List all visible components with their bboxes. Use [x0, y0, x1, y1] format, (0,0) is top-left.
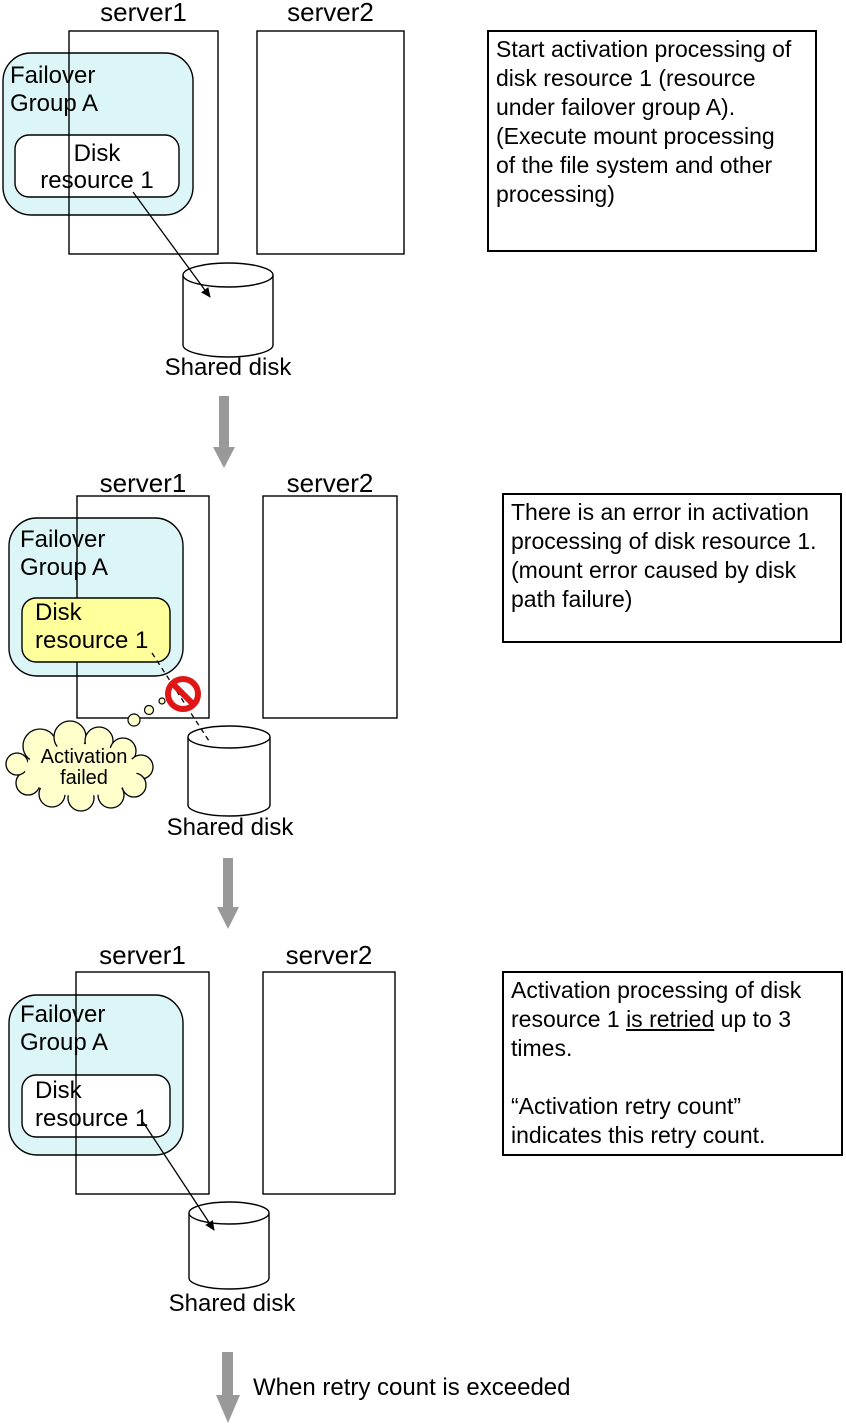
- note-line: Start activation processing of: [496, 36, 792, 62]
- note-line-segment: up to 3: [714, 1006, 791, 1032]
- cloud-line2: failed: [60, 767, 108, 789]
- failover-group-line2: Group A: [20, 1029, 109, 1056]
- server2-label-3: server2: [285, 940, 373, 970]
- shared-disk-label-2: Shared disk: [166, 814, 294, 841]
- flow-down-arrow-2: [217, 858, 239, 929]
- no-entry-icon-slash: [170, 681, 196, 707]
- shared-disk-cylinder-top-1: [182, 262, 274, 288]
- note-line: under failover group A).: [496, 94, 736, 120]
- note-line: indicates this retry count.: [511, 1122, 766, 1148]
- note-line: “Activation retry count”: [511, 1093, 742, 1119]
- note-line: of the file system and other: [496, 152, 773, 178]
- note-line-segment: resource 1: [511, 1006, 627, 1032]
- note-underlined-phrase: is retried: [626, 1006, 715, 1032]
- cloud-callout-label: Activation failed: [26, 747, 142, 789]
- disk-resource-line2: resource 1: [40, 167, 154, 194]
- server2-box-2: [262, 495, 398, 719]
- disk-resource-label-3: Disk resource 1: [35, 1077, 148, 1133]
- shared-disk-label-1: Shared disk: [164, 354, 292, 381]
- bottom-caption: When retry count is exceeded: [253, 1374, 571, 1401]
- cloud-line1: Activation: [40, 746, 128, 768]
- note-line: path failure): [511, 586, 633, 612]
- failover-group-label-1: Failover Group A: [10, 62, 98, 118]
- note-line: processing of disk resource 1.: [511, 528, 817, 554]
- server2-label-2: server2: [286, 468, 374, 498]
- disk-resource-label-2: Disk resource 1: [35, 599, 148, 655]
- disk-resource-line2: resource 1: [35, 1105, 149, 1132]
- resource-to-disk-arrow-1: [132, 191, 211, 298]
- server2-box-3: [262, 971, 396, 1195]
- shared-disk-cylinder-2: [187, 737, 271, 817]
- note-line: resource 1 is retried up to 3: [511, 1005, 834, 1034]
- note-line: (Execute mount processing: [496, 123, 775, 149]
- note-line: Activation processing of disk: [511, 977, 802, 1003]
- disk-resource-label-1: Disk resource 1: [15, 140, 179, 194]
- note-line: (mount error caused by disk: [511, 557, 797, 583]
- note-line: processing): [496, 181, 615, 207]
- disk-resource-box-3: [21, 1074, 171, 1138]
- server2-label-1: server2: [287, 0, 374, 27]
- flow-down-arrow-3: [216, 1352, 240, 1423]
- failover-group-line1: Failover: [20, 526, 106, 553]
- disk-resource-line1: Disk: [73, 140, 121, 167]
- failover-group-line1: Failover: [10, 62, 96, 89]
- note-line: disk resource 1 (resource: [496, 65, 756, 91]
- note-line: times.: [511, 1035, 573, 1061]
- thought-bubbles: [127, 697, 166, 727]
- failover-group-line2: Group A: [10, 90, 99, 117]
- note-line-blank: [511, 1063, 834, 1092]
- note-box-3: Activation processing of disk resource 1…: [502, 971, 843, 1156]
- flow-down-arrow-1: [213, 396, 235, 468]
- shared-disk-cylinder-top-2: [187, 725, 271, 749]
- server1-label-3: server1: [99, 940, 186, 970]
- shared-disk-cylinder-3: [188, 1213, 270, 1290]
- server1-box-1: [68, 30, 219, 255]
- note-box-2: There is an error in activation processi…: [502, 493, 842, 643]
- resource-to-disk-arrow-3: [142, 1121, 215, 1231]
- shared-disk-cylinder-top-3: [188, 1201, 270, 1225]
- server1-box-3: [75, 971, 210, 1195]
- failover-group-line2: Group A: [20, 554, 109, 581]
- shared-disk-label-3: Shared disk: [168, 1290, 296, 1317]
- note-line: There is an error in activation: [511, 499, 809, 525]
- no-entry-icon: [165, 676, 201, 712]
- server1-label-2: server1: [99, 468, 187, 498]
- failover-group-label-3: Failover Group A: [20, 1001, 108, 1057]
- server1-label-1: server1: [100, 0, 187, 27]
- disk-resource-line2: resource 1: [35, 627, 149, 654]
- disk-resource-line1: Disk: [35, 1077, 82, 1104]
- failover-group-line1: Failover: [20, 1001, 106, 1028]
- failover-group-label-2: Failover Group A: [20, 526, 108, 582]
- disk-resource-line1: Disk: [35, 599, 82, 626]
- note-box-1: Start activation processing of disk reso…: [487, 30, 817, 252]
- disk-resource-box-2: [21, 597, 171, 663]
- disk-resource-box-1: [14, 134, 180, 198]
- cloud-callout-shape: [5, 720, 154, 812]
- server2-box-1: [256, 30, 405, 255]
